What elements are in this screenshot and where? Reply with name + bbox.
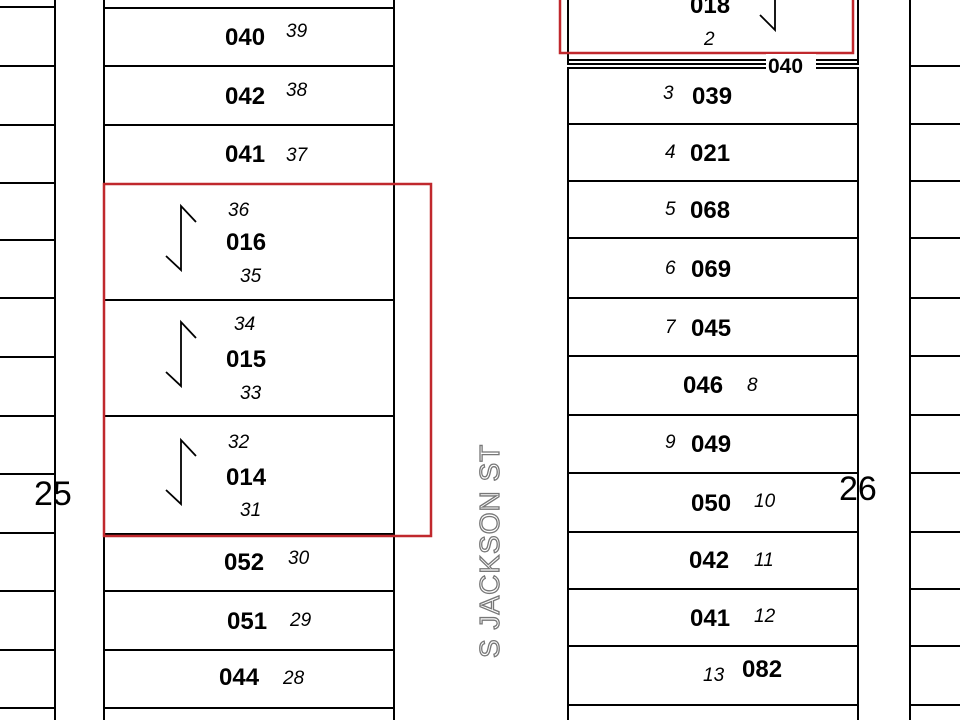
lot-number: 30 [288, 548, 310, 569]
lot-tie-symbols [165, 0, 776, 507]
right-labels: 018 2 040 3 039 4 021 5 068 6 069 7 045 … [663, 0, 816, 686]
block-label-east: 26 [839, 470, 877, 508]
west-edge-lots [0, 0, 56, 720]
lot-tie-icon [759, 0, 776, 33]
lot-number: 29 [289, 610, 312, 631]
parcel-apn: 040 [225, 24, 265, 51]
parcel-apn: 069 [691, 256, 731, 283]
lot-number: 12 [754, 606, 776, 627]
lot-number: 10 [754, 491, 776, 512]
lot-tie-icon [165, 437, 197, 507]
lot-number: 31 [240, 500, 261, 521]
parcel-apn: 052 [224, 549, 264, 576]
lot-number: 13 [703, 665, 725, 686]
lot-number: 34 [234, 314, 255, 335]
parcel-apn: 039 [692, 83, 732, 110]
lot-number: 11 [754, 550, 774, 571]
lot-number: 28 [282, 668, 305, 689]
lot-number: 5 [665, 199, 676, 220]
lot-number: 35 [240, 266, 262, 287]
lot-number: 4 [665, 142, 676, 163]
lot-number: 7 [665, 317, 677, 338]
highlight-box-left [102, 182, 433, 538]
right-lot-column [567, 0, 859, 720]
parcel-apn: 014 [226, 464, 267, 491]
parcel-apn: 015 [226, 346, 266, 373]
lot-tie-icon [165, 203, 197, 273]
lot-number: 8 [747, 375, 758, 396]
left-lot-column [103, 0, 395, 720]
parcel-apn: 021 [690, 140, 730, 167]
lot-number: 37 [286, 145, 309, 166]
lot-number: 6 [665, 258, 676, 279]
lot-number: 38 [286, 80, 308, 101]
lot-tie-icon [165, 319, 197, 389]
parcel-apn: 046 [683, 372, 723, 399]
lot-number: 9 [665, 432, 676, 453]
block-label-west: 25 [34, 475, 72, 513]
parcel-apn: 049 [691, 431, 731, 458]
parcel-apn: 082 [742, 656, 782, 683]
lot-number: 3 [663, 83, 674, 104]
parcel-apn: 041 [690, 605, 730, 632]
parcel-apn: 041 [225, 141, 265, 168]
east-edge-lots [909, 0, 960, 720]
lot-number: 32 [228, 432, 250, 453]
parcel-apn: 044 [219, 664, 260, 691]
highlight-box-top-right [558, 0, 855, 55]
lot-number: 2 [703, 29, 715, 50]
parcel-apn: 050 [691, 490, 731, 517]
lot-number: 39 [286, 21, 308, 42]
left-labels: 040 39 042 38 041 37 36 016 35 34 015 33… [219, 21, 312, 691]
parcel-apn: 018 [690, 0, 730, 19]
parcel-apn: 042 [689, 547, 729, 574]
frontage-label: 040 [768, 55, 803, 78]
parcel-apn: 051 [227, 608, 267, 635]
lot-number: 33 [240, 383, 262, 404]
parcel-apn: 068 [690, 197, 730, 224]
parcel-apn: 042 [225, 83, 265, 110]
lot-number: 36 [228, 200, 250, 221]
street-label: S JACKSON ST [474, 444, 505, 658]
parcel-apn: 045 [691, 315, 731, 342]
parcel-apn: 016 [226, 229, 266, 256]
